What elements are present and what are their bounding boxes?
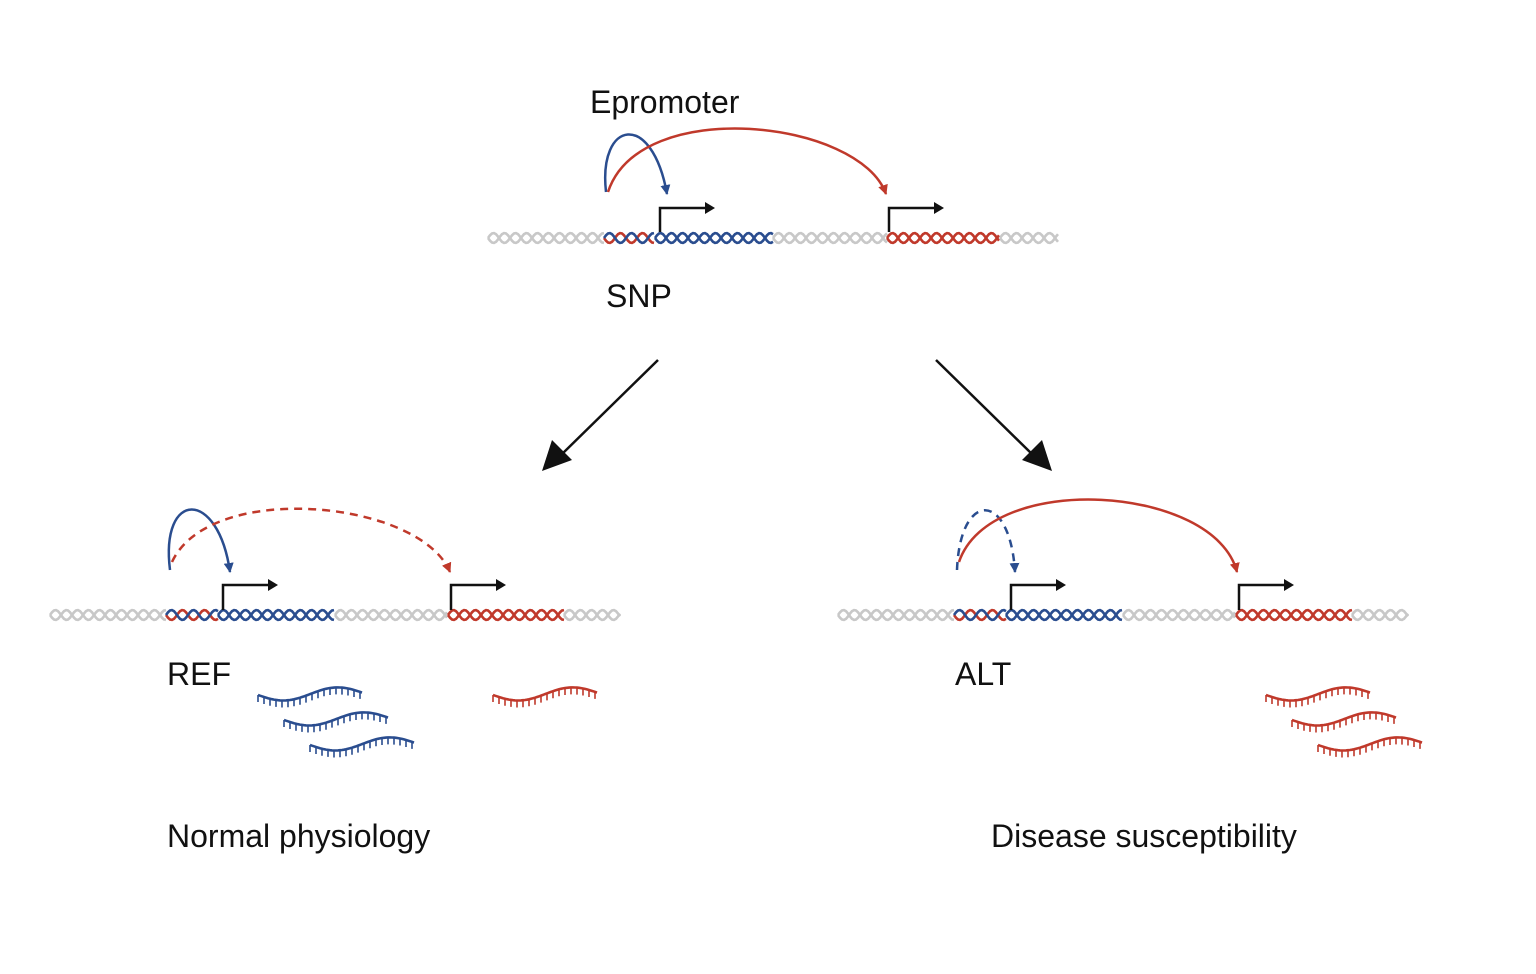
dna-strand-b-segment [602, 231, 655, 245]
dna-strand-a-segment [602, 231, 655, 245]
top-blue-regulation-arc [603, 133, 671, 195]
dna-strand-b-segment [562, 608, 622, 622]
ref-tss-arrows [221, 579, 506, 610]
snp-label: SNP [606, 278, 672, 314]
dna-strand-b-segment [1234, 608, 1353, 622]
top-dna-strand [486, 231, 1059, 245]
tss-arrowhead [1056, 579, 1066, 591]
dna-strand-a-segment [562, 608, 622, 622]
top-tss-arrows [658, 202, 944, 232]
rna-bases [309, 737, 413, 758]
tss-arrow [221, 583, 268, 610]
dna-strand-b-segment [952, 608, 1007, 622]
dna-strand-a-segment [446, 608, 565, 622]
dna-strand-b-segment [216, 608, 335, 622]
dna-strand-b-segment [446, 608, 565, 622]
rna-transcript [257, 686, 363, 702]
tss-arrowhead [934, 202, 944, 214]
ref-dna-strand [48, 608, 622, 622]
rna-bases [492, 687, 596, 708]
top-red-regulation-arc [606, 127, 888, 195]
rna-transcript [1265, 686, 1371, 702]
alt-tss-arrows [1009, 579, 1294, 610]
dna-strand-a-segment [1004, 608, 1123, 622]
dna-strand-b-segment [653, 231, 774, 245]
dna-strand-b-segment [48, 608, 167, 622]
tss-arrowhead [268, 579, 278, 591]
tss-arrow [1237, 583, 1284, 610]
right-branch-arrow [935, 359, 1035, 457]
dna-strand-b-segment [164, 608, 219, 622]
dna-strand-a-segment [885, 231, 1001, 245]
alt-panel: ALT Disease susceptibility [836, 498, 1423, 854]
dna-strand-a-segment [836, 608, 955, 622]
ref-panel: REF Normal physiology [48, 507, 622, 854]
dna-strand-b-segment [1350, 608, 1410, 622]
disease-susceptibility-label: Disease susceptibility [991, 818, 1297, 854]
dna-strand-a-segment [1350, 608, 1410, 622]
left-branch-arrow [559, 359, 659, 457]
rna-transcript [283, 711, 389, 727]
dna-strand-b-segment [1121, 608, 1237, 622]
tss-arrow [449, 583, 496, 610]
rna-bases [1317, 737, 1421, 758]
rna-bases [1265, 687, 1369, 708]
dna-strand-b-segment [771, 231, 888, 245]
alt-blue-regulation-arc [955, 509, 1020, 573]
tss-arrow [658, 206, 705, 232]
ref-label: REF [167, 656, 231, 692]
dna-strand-b-segment [1004, 608, 1123, 622]
tss-arrowhead [1284, 579, 1294, 591]
dna-strand-b-segment [333, 608, 449, 622]
ref-red-regulation-arc [170, 507, 452, 573]
rna-transcript [1291, 711, 1397, 727]
dna-strand-b-segment [998, 231, 1059, 245]
dna-strand-a-segment [1121, 608, 1237, 622]
alt-red-regulation-arc [957, 498, 1240, 573]
dna-strand-a-segment [486, 231, 605, 245]
dna-strand-b-segment [836, 608, 955, 622]
dna-strand-a-segment [771, 231, 888, 245]
rna-transcript [309, 736, 415, 752]
alt-label: ALT [955, 656, 1011, 692]
dna-strand-a-segment [998, 231, 1059, 245]
dna-strand-b-segment [486, 231, 605, 245]
alt-red-transcripts [1265, 686, 1423, 758]
epromoter-label: Epromoter [590, 84, 740, 120]
rna-bases [283, 712, 387, 733]
tss-arrowhead [705, 202, 715, 214]
right-branch-arrowhead [1022, 440, 1052, 471]
left-branch-arrowhead [542, 440, 572, 471]
rna-transcript [1317, 736, 1423, 752]
tss-arrow [1009, 583, 1056, 610]
tss-arrowhead [496, 579, 506, 591]
normal-physiology-label: Normal physiology [167, 818, 430, 854]
dna-strand-b-segment [885, 231, 1001, 245]
dna-strand-a-segment [216, 608, 335, 622]
top-panel: Epromoter SNP [486, 84, 1059, 314]
ref-red-transcripts [492, 686, 598, 708]
ref-blue-transcripts [257, 686, 415, 758]
dna-strand-a-segment [333, 608, 449, 622]
rna-transcript [492, 686, 598, 702]
tss-arrow [887, 206, 934, 232]
ref-blue-regulation-arc [167, 508, 234, 573]
dna-strand-a-segment [1234, 608, 1353, 622]
dna-strand-a-segment [48, 608, 167, 622]
alt-dna-strand [836, 608, 1410, 622]
branch-arrows [542, 359, 1052, 471]
rna-bases [1291, 712, 1395, 733]
rna-bases [257, 687, 361, 708]
